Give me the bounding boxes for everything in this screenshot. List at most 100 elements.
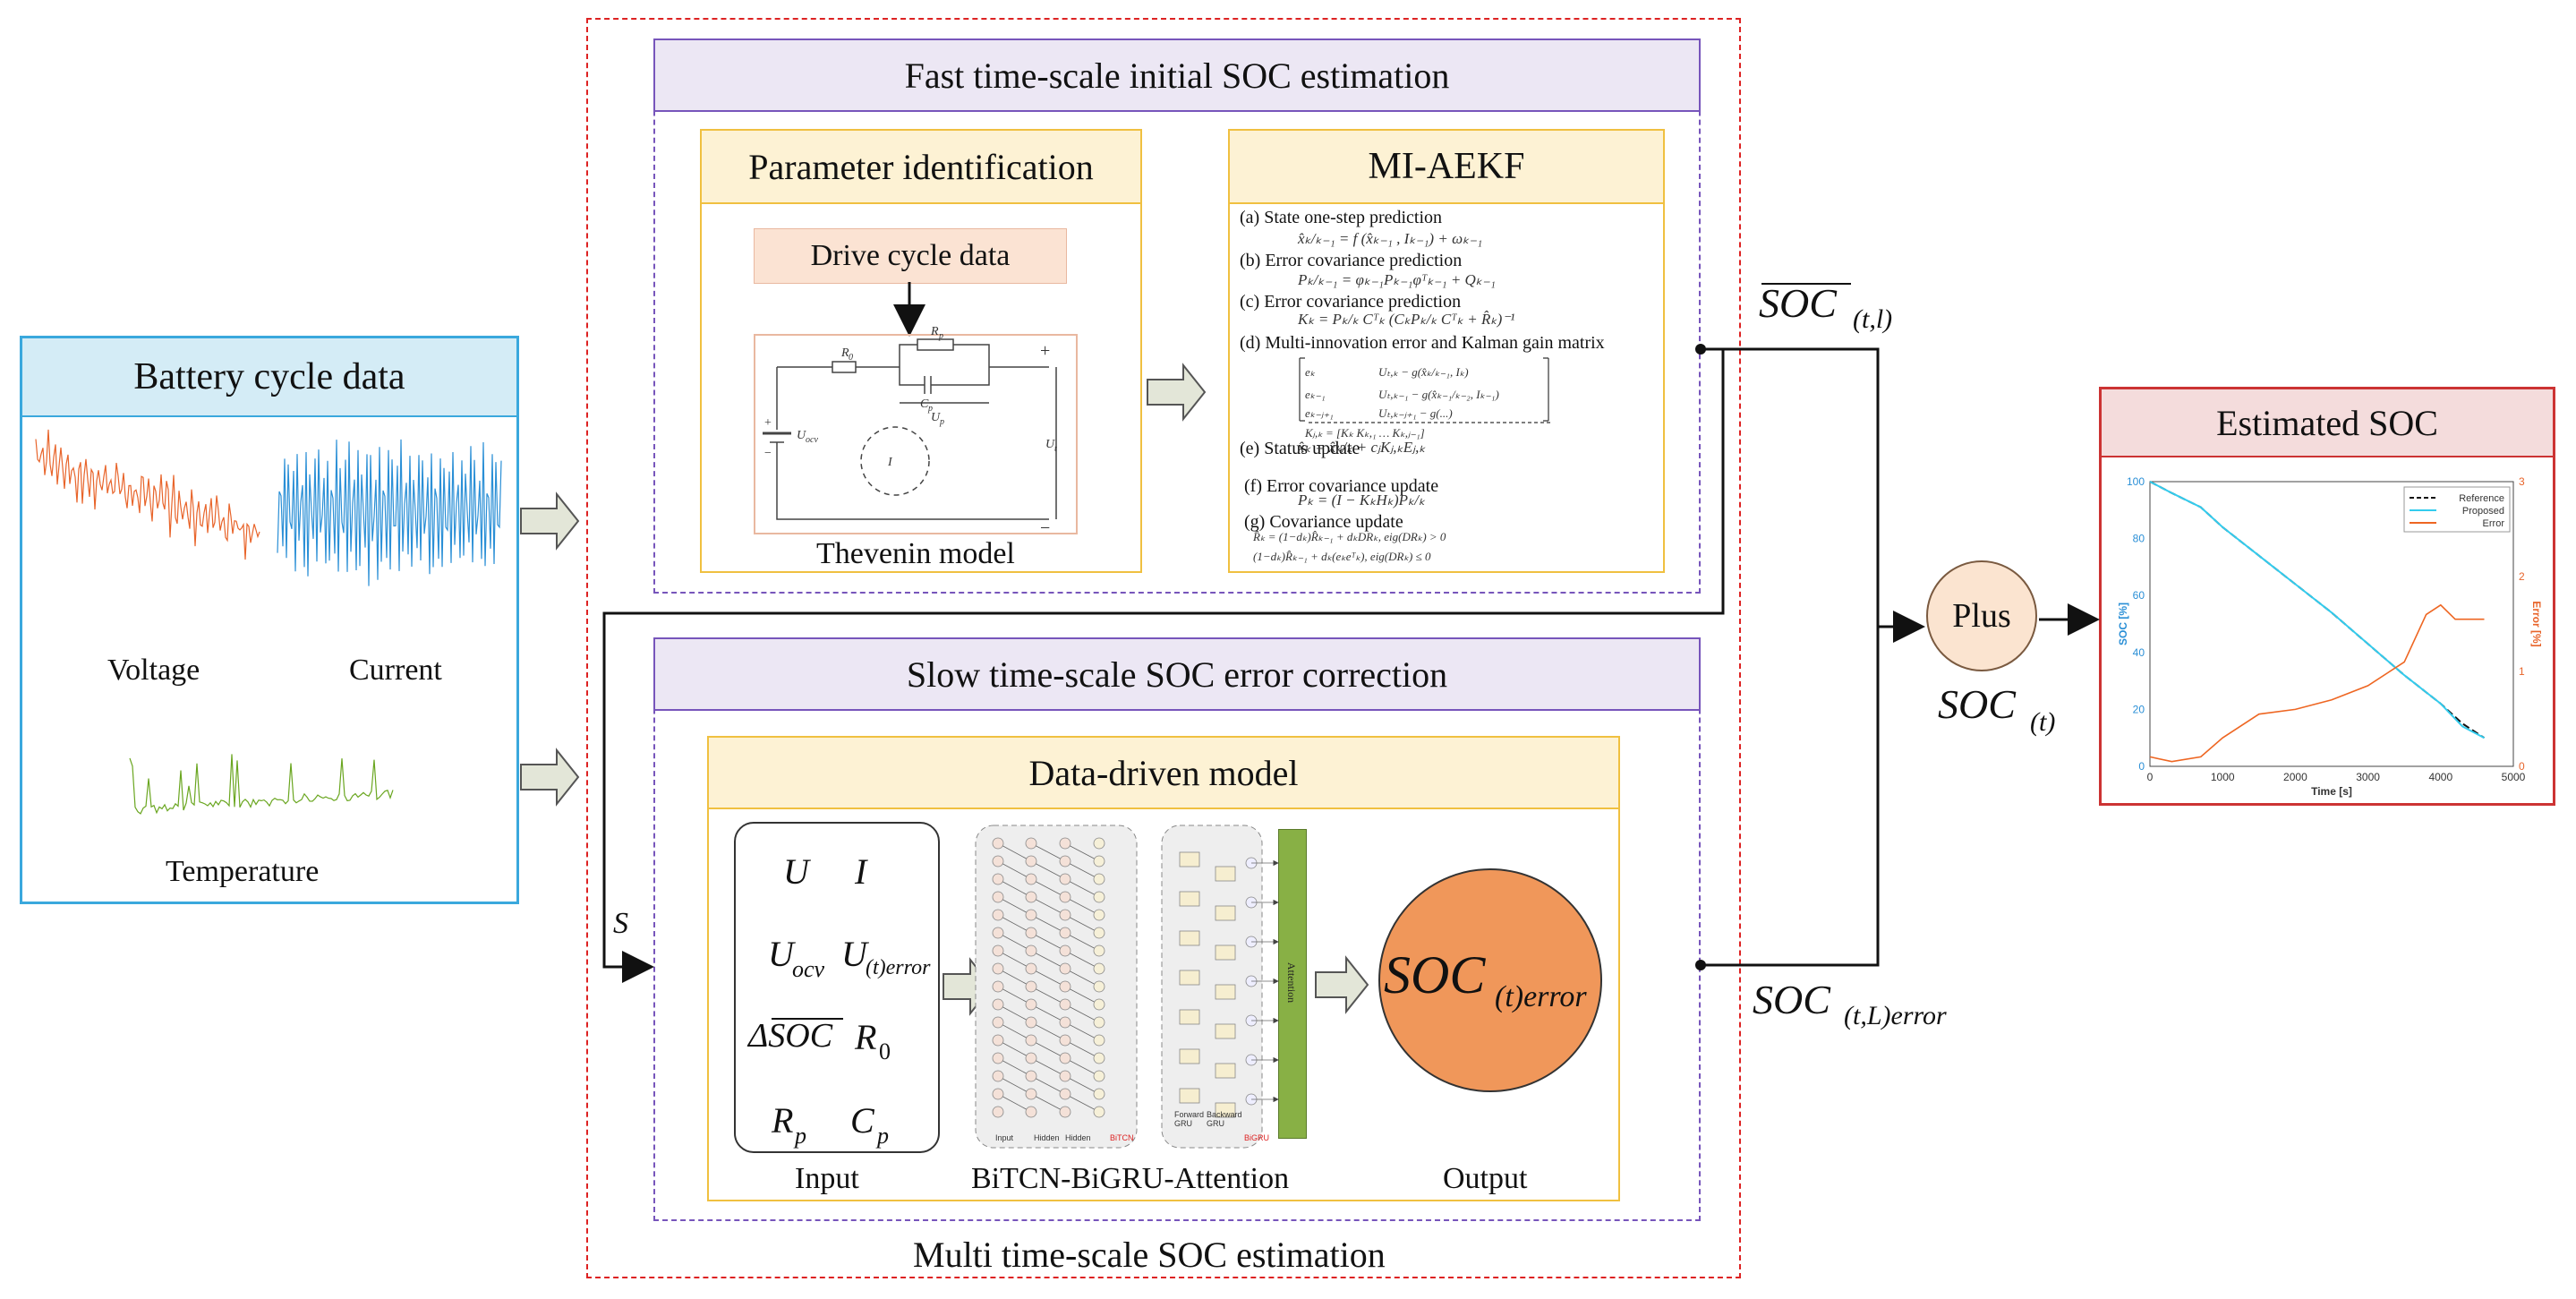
svg-text:BiGRU: BiGRU — [1244, 1133, 1269, 1142]
svg-text:(1−dₖ)R̂ₖ₋₁ + dₖ(eₖeᵀₖ), eig(D: (1−dₖ)R̂ₖ₋₁ + dₖ(eₖeᵀₖ), eig(DRₖ) ≤ 0 — [1253, 550, 1431, 563]
svg-text:BiTCN: BiTCN — [1110, 1133, 1134, 1142]
arrow-battery-slow — [520, 748, 580, 807]
input-uerr: U — [841, 934, 867, 974]
svg-text:eₖ₋ⱼ₊₁: eₖ₋ⱼ₊₁ — [1305, 406, 1334, 420]
input-uerr-sub: (t)error — [866, 956, 931, 979]
input-rp-sub: p — [795, 1123, 806, 1149]
aekf-step-d: (d) Multi-innovation error and Kalman ga… — [1240, 333, 1605, 353]
input-cp-sub: p — [877, 1123, 889, 1149]
plus-circle — [1926, 560, 2037, 671]
svg-text:GRU: GRU — [1207, 1119, 1224, 1128]
soc-tl-sub: (t,l) — [1853, 304, 1893, 334]
svg-text:Hidden: Hidden — [1034, 1133, 1060, 1142]
svg-text:Kₖ = Pₖ/ₖ Cᵀₖ (CₖPₖ/ₖ Cᵀₖ + R̂: Kₖ = Pₖ/ₖ Cᵀₖ (CₖPₖ/ₖ Cᵀₖ + R̂ₖ)⁻¹ — [1297, 311, 1514, 328]
x-tick-label: 4000 — [2428, 771, 2452, 783]
svg-text:I: I — [887, 456, 893, 469]
input-label: Input — [795, 1162, 859, 1195]
plus-label: Plus — [1952, 597, 2011, 635]
voltage-label: Voltage — [107, 654, 200, 687]
y-tick-label-left: 40 — [2133, 646, 2145, 659]
input-cp: C — [850, 1100, 874, 1141]
y-tick-label-left: 80 — [2133, 533, 2145, 545]
svg-text:Uₜ,ₖ₋₁ − g(x̂ₖ₋₁/ₖ₋₂, Iₖ₋₁): Uₜ,ₖ₋₁ − g(x̂ₖ₋₁/ₖ₋₂, Iₖ₋₁) — [1378, 388, 1499, 401]
voltage-signal — [35, 429, 260, 560]
aekf-step-c: (c) Error covariance prediction — [1240, 292, 1462, 312]
x-tick-label: 3000 — [2356, 771, 2380, 783]
battery-panel — [20, 336, 519, 904]
svg-text:p: p — [938, 331, 943, 341]
svg-text:Uₜ,ₖ − g(x̂ₖ/ₖ₋₁, Iₖ): Uₜ,ₖ − g(x̂ₖ/ₖ₋₁, Iₖ) — [1378, 365, 1469, 379]
legend-label: Reference — [2459, 493, 2504, 504]
result-title: Estimated SOC — [2102, 389, 2553, 457]
temperature-signal — [129, 754, 394, 815]
aekf-step-g: (g) Covariance update — [1244, 512, 1403, 532]
aekf-step-a: (a) State one-step prediction — [1240, 208, 1443, 227]
svg-text:R: R — [930, 325, 939, 338]
line-fast-out — [1701, 347, 1925, 643]
y-tick-label-left: 60 — [2133, 589, 2145, 602]
svg-text:U: U — [797, 429, 806, 442]
input-uocv-sub: ocv — [792, 956, 825, 982]
series-error — [2149, 603, 2485, 763]
x-tick-label: 1000 — [2211, 771, 2235, 783]
svg-text:Uₜ,ₖ₋ⱼ₊₁ − g(...): Uₜ,ₖ₋ⱼ₊₁ − g(...) — [1378, 406, 1453, 420]
arrow-battery-fast — [520, 491, 580, 551]
soc-tl-label: SOC — [1759, 280, 1837, 326]
output-soc-sub: (t)error — [1495, 980, 1587, 1013]
svg-text:ocv: ocv — [806, 435, 818, 445]
svg-text:Kⱼ,ₖ = [Kₖ Kₖ,₁ … Kₖ,ⱼ₋₁]: Kⱼ,ₖ = [Kₖ Kₖ,₁ … Kₖ,ⱼ₋₁] — [1304, 426, 1425, 440]
resistor-rp — [917, 338, 954, 351]
svg-text:t: t — [1054, 444, 1057, 454]
connections — [602, 347, 2100, 983]
y-axis-label-left: SOC [%] — [2117, 602, 2129, 645]
input-dsoc-bar — [772, 1018, 843, 1020]
x-axis-label: Time [s] — [2311, 785, 2352, 798]
input-r0-sub: 0 — [879, 1038, 891, 1064]
soc-err-sub: (t,L)error — [1844, 1001, 1947, 1030]
outer-caption: Multi time-scale SOC estimation — [913, 1235, 1386, 1275]
aekf-step-f: (f) Error covariance update — [1244, 476, 1439, 496]
output-circle — [1378, 868, 1602, 1092]
slow-title: Slow time-scale SOC error correction — [653, 637, 1701, 711]
output-label: Output — [1443, 1162, 1528, 1195]
y-tick-label-right: 0 — [2519, 760, 2525, 773]
svg-text:Forward: Forward — [1174, 1110, 1204, 1119]
s-label: S — [613, 907, 628, 940]
input-i: I — [855, 851, 867, 892]
arrow-param-aekf — [1147, 363, 1207, 422]
aekf-step-e: (e) Status update — [1240, 439, 1361, 458]
aekf-step-b: (b) Error covariance prediction — [1240, 251, 1463, 270]
line-fast-to-slow — [602, 349, 1725, 983]
input-rp: R — [772, 1100, 794, 1141]
svg-text:GRU: GRU — [1174, 1119, 1192, 1128]
y-axis-label-right: Error [%] — [2530, 601, 2543, 646]
soc-t-label: SOC — [1938, 681, 2016, 727]
svg-text:−: − — [764, 447, 772, 460]
y-tick-label-left: 20 — [2133, 703, 2145, 715]
aekf-title: MI-AEKF — [1228, 129, 1665, 204]
resistor-r0 — [832, 361, 857, 373]
block-arrows — [520, 363, 1369, 1016]
temperature-label: Temperature — [166, 855, 320, 888]
arrow-net-output — [1315, 955, 1369, 1014]
output-soc: SOC — [1384, 945, 1486, 1004]
svg-text:Pₖ = (I − KₖHₖ)Pₖ/ₖ: Pₖ = (I − KₖHₖ)Pₖ/ₖ — [1297, 491, 1426, 508]
input-uocv: U — [768, 934, 794, 974]
x-tick-label: 2000 — [2283, 771, 2307, 783]
fast-title: Fast time-scale initial SOC estimation — [653, 38, 1701, 112]
svg-text:U: U — [931, 411, 941, 424]
x-tick-label: 5000 — [2502, 771, 2526, 783]
svg-text:p: p — [927, 404, 933, 414]
svg-text:U: U — [1045, 438, 1055, 451]
svg-text:eₖ: eₖ — [1305, 365, 1316, 379]
svg-text:eₖ₋₁: eₖ₋₁ — [1305, 388, 1326, 401]
svg-text:0: 0 — [849, 353, 853, 363]
current-label: Current — [349, 654, 442, 687]
y-tick-label-left: 0 — [2138, 760, 2145, 773]
thevenin-label: Thevenin model — [816, 537, 1015, 570]
svg-text:p: p — [939, 417, 944, 427]
legend-label: Error — [2483, 518, 2505, 529]
svg-text:Pₖ/ₖ₋₁ = φₖ₋₁Pₖ₋₁φᵀₖ₋₁ + Qₖ₋₁: Pₖ/ₖ₋₁ = φₖ₋₁Pₖ₋₁φᵀₖ₋₁ + Qₖ₋₁ — [1297, 271, 1496, 288]
